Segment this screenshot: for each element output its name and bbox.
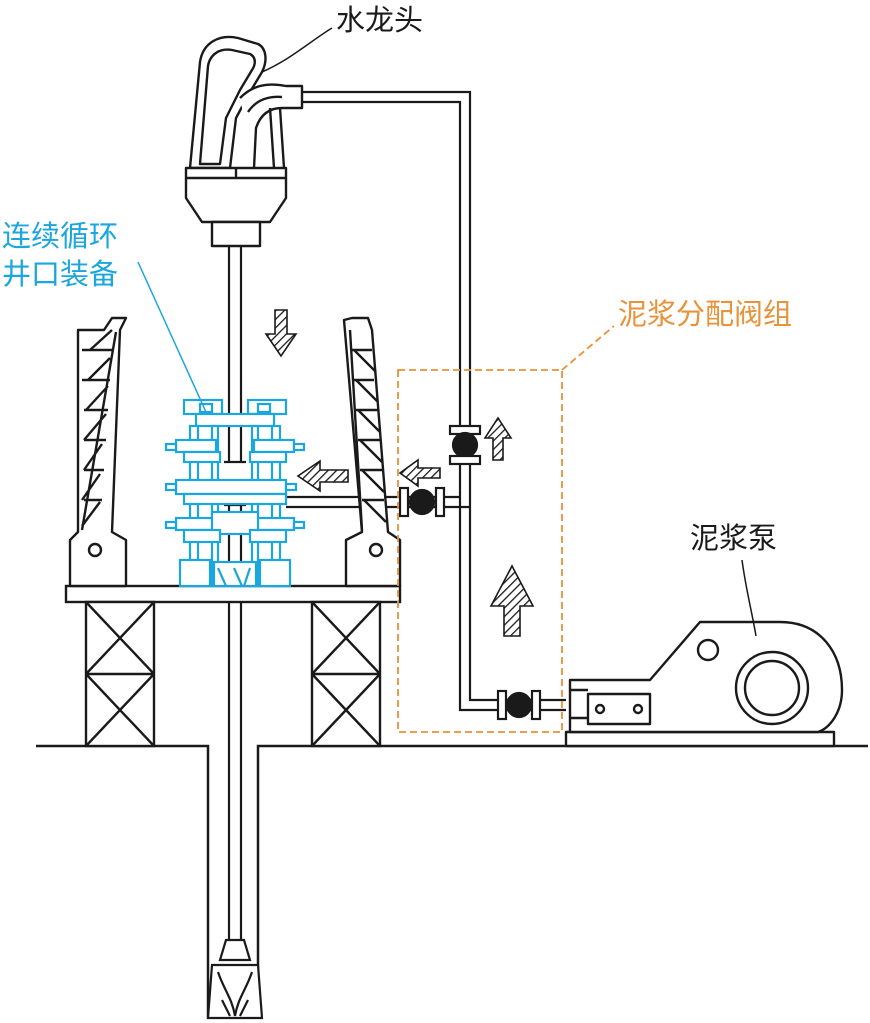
valve-upper <box>448 424 482 466</box>
mast-left <box>68 316 128 588</box>
drill-bit <box>206 938 264 1020</box>
mud-pump-leader <box>741 559 757 637</box>
swivel-leader <box>261 27 333 73</box>
mast-right <box>342 316 402 588</box>
arrow-up-small-icon <box>483 416 513 461</box>
arrow-left-small-icon <box>398 458 441 488</box>
flow-arrows <box>264 309 535 637</box>
wellhead-equipment <box>164 398 306 588</box>
arrow-down-icon <box>264 309 298 358</box>
wellhead-leader <box>137 261 207 413</box>
valve-side <box>398 486 446 518</box>
swivel-label: 水龙头 <box>336 3 424 37</box>
rig-substructure <box>64 584 402 748</box>
valve-lower <box>496 689 542 721</box>
ground-and-well <box>36 744 868 1018</box>
arrow-up-large-icon <box>489 564 535 637</box>
valve-group-label: 泥浆分配阀组 <box>618 297 793 331</box>
wellhead-label-line2: 井口装备 <box>2 257 119 291</box>
mud-pump-label: 泥浆泵 <box>690 521 778 555</box>
valve-group-box <box>397 325 615 733</box>
wellhead-label-line1: 连续循环 <box>2 219 119 253</box>
swivel <box>184 35 304 248</box>
arrow-left-icon <box>296 459 349 493</box>
mud-pump <box>564 620 844 748</box>
